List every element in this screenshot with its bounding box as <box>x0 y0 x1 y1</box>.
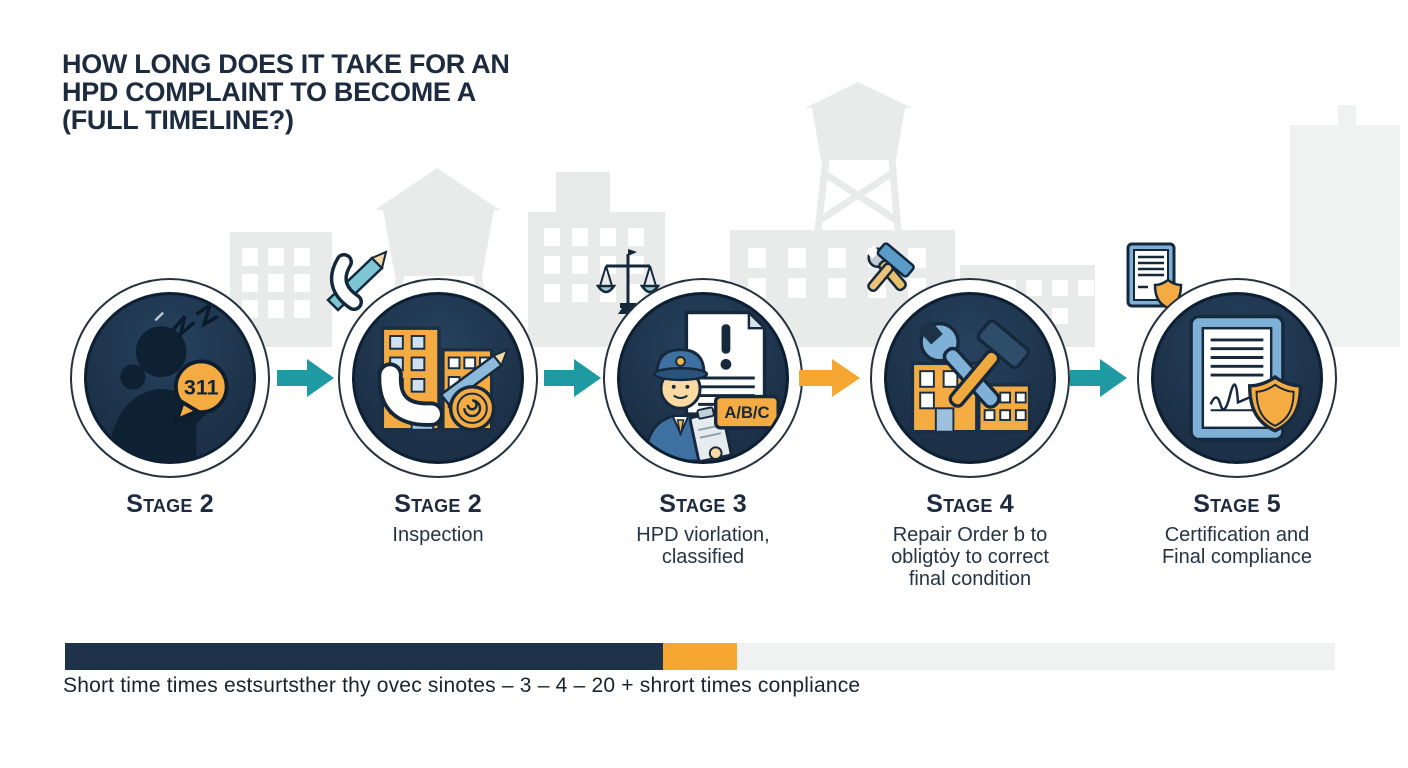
stage-arrow <box>277 359 334 397</box>
stage-5-circle <box>1137 278 1337 478</box>
stage-arrow <box>1070 359 1127 397</box>
stage-2-circle <box>338 278 538 478</box>
stage-1-label: Stage 2 <box>126 490 214 518</box>
stage-1-labels: Stage 2 <box>30 490 310 519</box>
stage-4-label: Stage 4 <box>926 490 1014 518</box>
city-skyline-background <box>230 82 1400 348</box>
stage-3-label: Stage 3 <box>659 490 747 518</box>
stage-3-circle: A/B/C <box>603 278 803 478</box>
timeline-bar-segment <box>65 643 664 670</box>
timeline-bar-segment <box>663 643 737 670</box>
title-line-1: HOW LONG DOES IT TAKE FOR AN <box>62 49 510 79</box>
stage-5-labels: Stage 5 Certification and Final complian… <box>1097 490 1377 568</box>
stage-1-circle: 311 <box>70 278 270 478</box>
stage-3-sublabel: HPD viorlation, classified <box>636 524 770 568</box>
stage-4-circle <box>870 278 1070 478</box>
timeline-bar-segment <box>736 643 1335 670</box>
stage-2-sublabel: Inspection <box>392 524 484 546</box>
person-calling-311-icon: 311 <box>84 292 256 464</box>
title-line-2: HPD COMPLAINT TO BECOME A <box>62 77 477 107</box>
violation-class-tag: A/B/C <box>724 403 769 422</box>
stage-2-labels: Stage 2 Inspection <box>298 490 578 546</box>
stage-5-sublabel: Certification and Final compliance <box>1161 524 1313 568</box>
stage-4-sublabel: Repair Order ƅ to obligtȯy to correct fi… <box>891 524 1049 590</box>
phone-pencil-icon <box>326 250 388 312</box>
stage-4-labels: Stage 4 Repair Order ƅ to obligtȯy to co… <box>830 490 1110 590</box>
title-line-3: (FULL TIMELINE?) <box>62 105 294 135</box>
stage-arrow <box>544 359 601 397</box>
buildings-phone-inspection-icon <box>352 292 524 464</box>
timeline-bar <box>65 643 1335 670</box>
timeline-caption: Short time times estsurtsther thy ovec s… <box>63 674 861 697</box>
badge-311-text: 311 <box>184 376 219 400</box>
document-shield-icon <box>1126 242 1183 310</box>
page-title: HOW LONG DOES IT TAKE FOR AN HPD COMPLAI… <box>62 50 602 134</box>
stage-3-labels: Stage 3 HPD viorlation, classified <box>563 490 843 568</box>
crossed-tools-icon <box>866 242 915 293</box>
inspector-violation-document-icon: A/B/C <box>617 292 789 464</box>
stage-arrow <box>799 359 860 397</box>
wrench-hammer-buildings-icon <box>884 292 1056 464</box>
stage-2-label: Stage 2 <box>394 490 482 518</box>
certificate-shield-icon <box>1151 292 1323 464</box>
stage-5-label: Stage 5 <box>1193 490 1281 518</box>
